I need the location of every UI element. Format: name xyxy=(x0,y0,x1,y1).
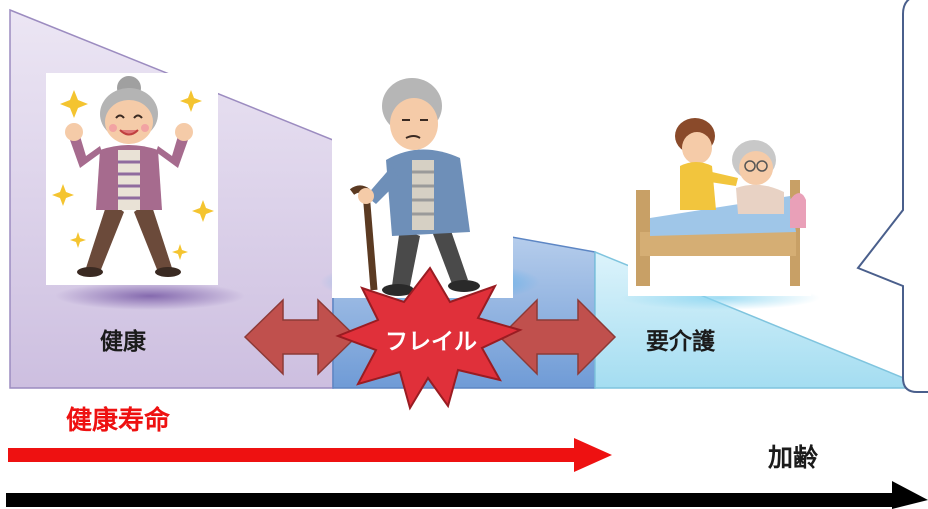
stage-label-care: 要介護 xyxy=(646,329,715,355)
bedridden-elder-with-caregiver-figure xyxy=(628,112,811,296)
frail-care-double-arrow xyxy=(498,298,617,376)
frail-burst-shape xyxy=(335,266,523,411)
aging-label: 加齢 xyxy=(768,443,819,472)
healthy-life-expectancy-label: 健康寿命 xyxy=(66,406,171,436)
healthy-figure-shadow xyxy=(55,282,245,310)
stage-label-healthy: 健康 xyxy=(100,329,146,355)
stage-label-frail: フレイル xyxy=(385,329,477,355)
aging-arrow xyxy=(6,481,928,509)
healthy-life-expectancy-arrow xyxy=(8,438,612,472)
cheerful-grandmother-figure xyxy=(46,73,218,285)
frail-elder-with-cane-figure xyxy=(332,72,513,298)
speech-bubble-outline xyxy=(856,0,928,393)
